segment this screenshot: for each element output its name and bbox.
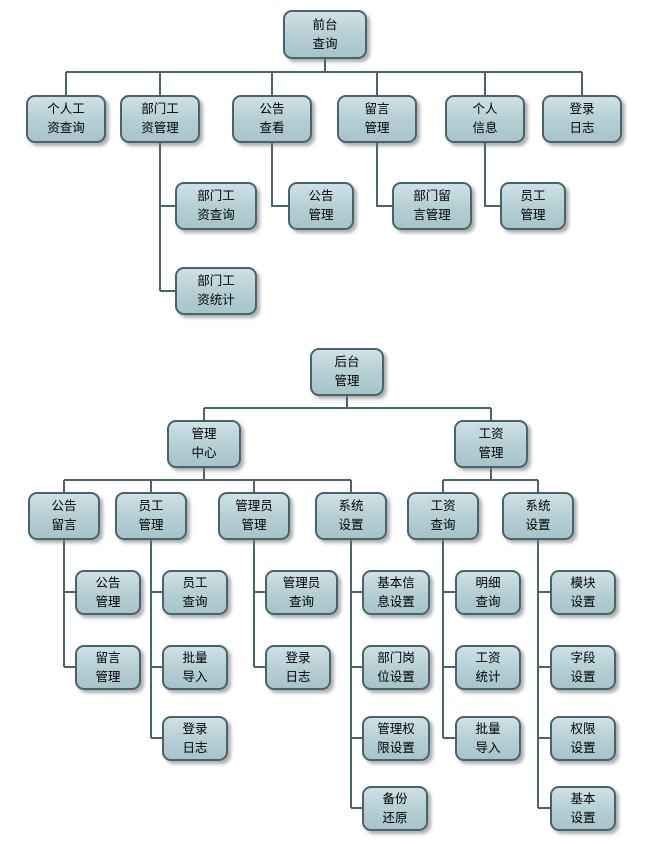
node-admin-permission-settings: 管理权 限设置 [362, 716, 430, 761]
node-employee-mgmt-front: 员工 管理 [500, 182, 566, 230]
node-basic-info-settings: 基本信 息设置 [362, 570, 430, 615]
node-login-log-1: 登录 日志 [162, 716, 228, 761]
node-dept-position-settings: 部门岗 位设置 [362, 645, 430, 690]
node-system-settings-1: 系统 设置 [315, 492, 387, 540]
node-announcement-mgmt-front: 公告 管理 [288, 182, 354, 230]
node-personal-salary-query: 个人工 资查询 [26, 95, 106, 143]
node-announcement-mgmt: 公告 管理 [75, 570, 141, 615]
node-employee-query: 员工 查询 [162, 570, 228, 615]
node-announce-message: 公告 留言 [28, 492, 100, 540]
node-admin-query: 管理员 查询 [265, 570, 338, 615]
node-field-settings: 字段 设置 [550, 645, 616, 690]
node-detail-query: 明细 查询 [455, 570, 521, 615]
node-message-mgmt-sub: 留言 管理 [75, 645, 141, 690]
node-permission-settings: 权限 设置 [550, 716, 616, 761]
node-dept-salary-mgmt: 部门工 资管理 [120, 95, 200, 143]
node-batch-import-1: 批量 导入 [162, 645, 228, 690]
node-dept-salary-query: 部门工 资查询 [175, 182, 257, 230]
node-frontend-query-root: 前台 查询 [283, 10, 367, 59]
node-backup-restore: 备份 还原 [362, 786, 428, 831]
node-dept-message-mgmt: 部门留 言管理 [392, 182, 472, 230]
node-admin-mgmt: 管理员 管理 [218, 492, 290, 540]
node-basic-settings: 基本 设置 [550, 786, 616, 831]
node-salary-mgmt: 工资 管理 [454, 420, 528, 468]
node-dept-salary-stats: 部门工 资统计 [175, 267, 257, 315]
node-login-log-2: 登录 日志 [265, 645, 331, 690]
node-mgmt-center: 管理 中心 [167, 420, 241, 468]
node-employee-mgmt: 员工 管理 [115, 492, 187, 540]
node-announcement-view: 公告 查看 [232, 95, 312, 143]
node-module-settings: 模块 设置 [550, 570, 616, 615]
node-personal-info: 个人 信息 [445, 95, 525, 143]
node-backend-mgmt-root: 后台 管理 [310, 348, 384, 396]
node-salary-stats: 工资 统计 [455, 645, 521, 690]
node-system-settings-2: 系统 设置 [502, 492, 574, 540]
node-message-mgmt: 留言 管理 [337, 95, 417, 143]
node-login-log-front: 登录 日志 [542, 95, 622, 143]
node-batch-import-2: 批量 导入 [455, 716, 521, 761]
node-salary-query: 工资 查询 [407, 492, 479, 540]
